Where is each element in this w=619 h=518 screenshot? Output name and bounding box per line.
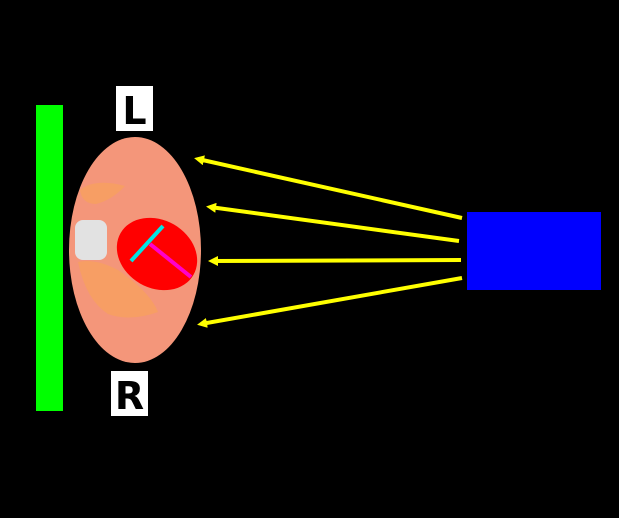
axis-line-cyan xyxy=(129,224,165,263)
beam-arrow xyxy=(206,202,460,243)
label-l-group: L xyxy=(116,86,153,133)
label-l-box xyxy=(116,86,153,131)
tissue-patch-upper xyxy=(80,182,125,204)
label-r-group: R xyxy=(111,371,148,418)
bone-spot xyxy=(75,220,107,260)
beam-arrow xyxy=(194,155,463,220)
detector-plate xyxy=(36,105,63,411)
label-r-box xyxy=(111,371,148,416)
label-r: R xyxy=(115,374,144,418)
beam-arrows xyxy=(194,155,463,328)
label-l: L xyxy=(122,89,146,133)
tissue-patch-lower xyxy=(78,261,158,318)
beam-arrow xyxy=(208,255,462,266)
xray-source-box xyxy=(467,212,601,290)
body-cross-section xyxy=(69,137,201,363)
beam-arrow xyxy=(197,276,463,328)
axis-line-magenta xyxy=(148,242,193,279)
organ xyxy=(116,217,198,291)
